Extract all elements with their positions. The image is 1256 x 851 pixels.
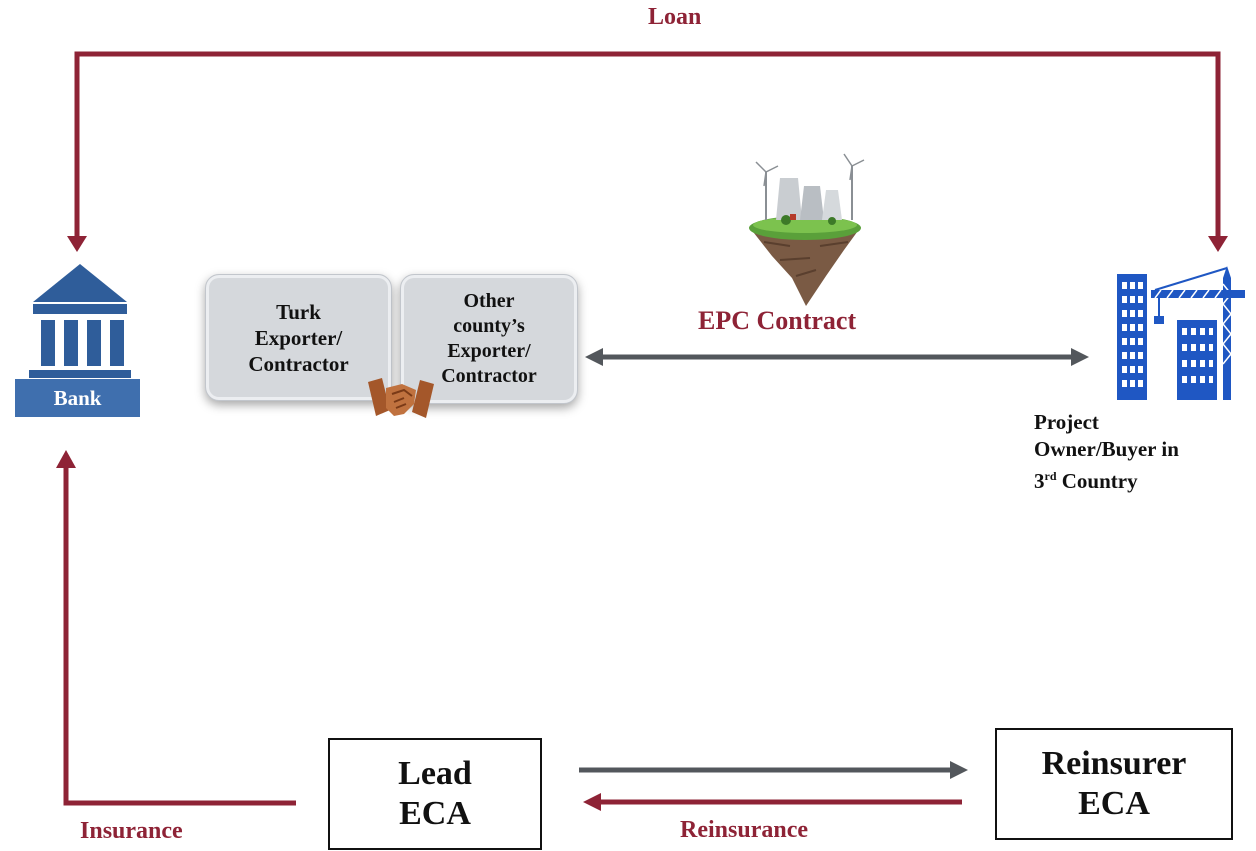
project-owner-label: Project Owner/Buyer in 3rd Country bbox=[1034, 409, 1254, 495]
loan-arrowhead-bank bbox=[67, 236, 87, 252]
bank-label: Bank bbox=[53, 386, 102, 410]
epc-arrowhead-right bbox=[1071, 348, 1089, 366]
other-contractor-box: Other county’s Exporter/ Contractor bbox=[400, 274, 578, 404]
turk-line-2: Exporter/ bbox=[254, 325, 343, 350]
reinsurance-arrowhead bbox=[583, 793, 601, 811]
reinsurer-eca-line-1: Reinsurer bbox=[1041, 745, 1187, 782]
other-line-4: Contractor bbox=[441, 365, 537, 387]
bank-icon bbox=[15, 264, 140, 417]
insurance-arrow bbox=[63, 465, 296, 806]
epc-arrowhead-left bbox=[585, 348, 603, 366]
reinsurer-eca-box: Reinsurer ECA bbox=[995, 728, 1233, 840]
turk-line-1: Turk bbox=[276, 299, 321, 324]
building-crane-icon bbox=[1117, 266, 1245, 400]
project-line-3: 3rd Country bbox=[1034, 469, 1138, 493]
lead-eca-box: Lead ECA bbox=[328, 738, 542, 850]
reinsurance-label: Reinsurance bbox=[680, 817, 808, 843]
insurance-label: Insurance bbox=[80, 818, 183, 844]
other-line-1: Other bbox=[463, 290, 515, 312]
epc-contract-label: EPC Contract bbox=[698, 306, 857, 335]
lead-eca-line-1: Lead bbox=[398, 755, 472, 792]
insurance-arrowhead bbox=[56, 450, 76, 468]
turk-contractor-box: Turk Exporter/ Contractor bbox=[205, 274, 392, 401]
lead-eca-line-2: ECA bbox=[399, 795, 471, 832]
loan-arrowhead-project bbox=[1208, 236, 1228, 252]
other-line-2: county’s bbox=[453, 315, 525, 337]
lead-to-reinsurer-arrowhead bbox=[950, 761, 968, 779]
turk-line-3: Contractor bbox=[248, 351, 349, 376]
project-line-1: Project bbox=[1034, 410, 1099, 434]
power-plant-island-icon bbox=[749, 153, 865, 306]
handshake-icon bbox=[368, 378, 434, 418]
loan-arrow bbox=[74, 51, 1221, 236]
other-line-3: Exporter/ bbox=[447, 340, 531, 362]
reinsurer-eca-line-2: ECA bbox=[1078, 785, 1150, 822]
project-line-2: Owner/Buyer in bbox=[1034, 437, 1179, 461]
loan-label: Loan bbox=[648, 4, 702, 30]
